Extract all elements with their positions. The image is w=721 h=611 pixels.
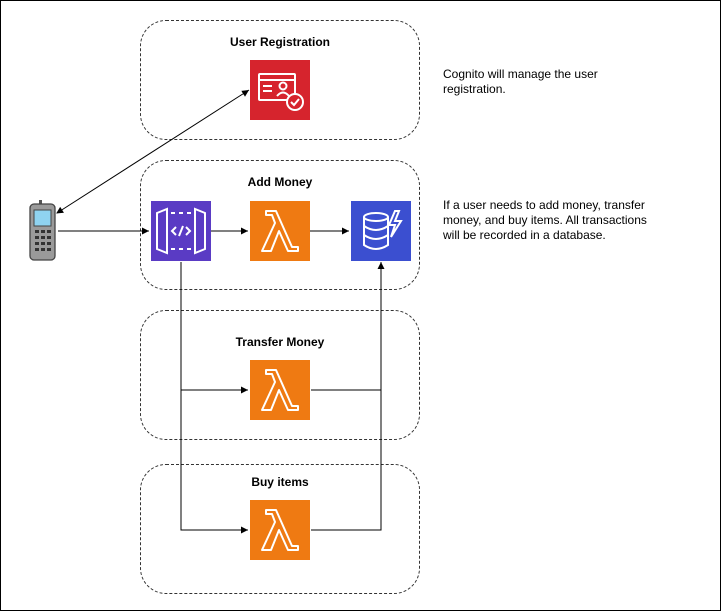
arrow-lambda-transfer-dynamodb <box>311 262 385 391</box>
api-gateway-icon <box>151 201 211 261</box>
group-add-money: Add Money <box>140 160 420 290</box>
lambda-icon-buy-items <box>250 500 310 560</box>
note-transactions-line-2: money, and buy items. All transactions <box>443 213 647 227</box>
dynamodb-icon-bg <box>351 201 411 261</box>
note-transactions: If a user needs to add money, transfer m… <box>443 198 713 243</box>
note-transactions-line-1: If a user needs to add money, transfer <box>443 198 645 212</box>
arrow-apigateway-lambda-transfer <box>180 262 248 394</box>
group-title-user-registration: User Registration <box>229 35 331 49</box>
arrow-phone-cognito <box>56 89 250 214</box>
group-user-registration: User Registration <box>140 20 420 140</box>
line-lambda-buy-dynamodb <box>311 390 382 531</box>
note-registration: Cognito will manage the user registratio… <box>443 67 703 97</box>
group-buy-items: Buy items <box>140 464 420 594</box>
note-transactions-line-3: will be recorded in a database. <box>443 228 606 242</box>
dynamodb-icon <box>351 201 411 261</box>
group-transfer-money: Transfer Money <box>140 310 420 440</box>
note-registration-line-1: Cognito will manage the user <box>443 67 598 81</box>
group-title-buy-items: Buy items <box>251 475 309 489</box>
note-registration-line-2: registration. <box>443 82 506 96</box>
lambda-icon-transfer-money <box>250 360 310 420</box>
cognito-icon <box>250 60 310 120</box>
group-title-add-money: Add Money <box>247 175 313 189</box>
group-title-transfer-money: Transfer Money <box>235 335 325 349</box>
lambda-icon-add-money <box>250 201 310 261</box>
arrow-apigateway-lambda-buy <box>180 390 248 534</box>
mobile-phone-icon <box>29 200 56 261</box>
